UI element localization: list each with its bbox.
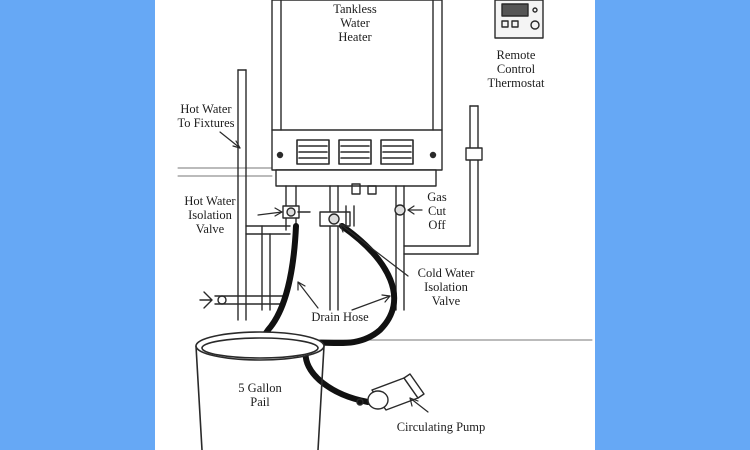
hot-isolation-valve [282,185,311,231]
hot-water-fixtures-label-line: To Fixtures [177,116,235,130]
cold-water-valve-label: Cold Water Isolation Valve [406,266,486,308]
hot-water-fixtures-label: Hot Water To Fixtures [168,102,244,130]
heater-label-line: Heater [338,30,372,44]
gas-cutoff-label: Gas Cut Off [420,190,454,232]
hot-water-valve-label-line: Isolation [188,208,232,222]
hot-water-supply-pipe [237,69,291,321]
leader-arrows [219,131,429,413]
hot-drain-valve [199,291,286,309]
thermostat-label: Remote Control Thermostat [480,48,552,90]
hot-water-valve-label: Hot Water Isolation Valve [174,194,246,236]
gas-cutoff-label-line: Off [428,218,446,232]
thermostat-label-line: Thermostat [487,76,545,90]
gas-cutoff-label-line: Gas [427,190,447,204]
pail-label-line: Pail [250,395,270,409]
cold-water-valve-label-line: Valve [431,294,461,308]
hot-water-fixtures-label-line: Hot Water [180,102,232,116]
circulating-pump [356,373,425,411]
thermostat-label-line: Control [496,62,536,76]
pump-label: Circulating Pump [384,420,498,434]
pail [195,331,325,450]
heater-vents [296,139,414,165]
circulating-hose [302,223,398,405]
pail-label-line: 5 Gallon [238,381,282,395]
drain-hose-label: Drain Hose [300,310,380,324]
pump-label-text: Circulating Pump [396,420,486,434]
hot-water-valve-label-line: Hot Water [184,194,236,208]
heater-label: Tankless Water Heater [320,2,390,44]
tankless-heater [271,0,443,195]
cold-isolation-valve [319,185,355,311]
cold-water-valve-label-line: Isolation [424,280,468,294]
heater-label-line: Water [340,16,370,30]
gas-cutoff-label-line: Cut [427,204,447,218]
thermostat-unit [494,0,544,39]
drain-hose-label-text: Drain Hose [311,310,369,324]
cold-water-valve-label-line: Cold Water [417,266,475,280]
heater-label-line: Tankless [333,2,377,16]
thermostat-label-line: Remote [496,48,536,62]
hot-water-valve-label-line: Valve [195,222,225,236]
pail-label: 5 Gallon Pail [222,381,298,409]
gas-line [394,105,483,311]
